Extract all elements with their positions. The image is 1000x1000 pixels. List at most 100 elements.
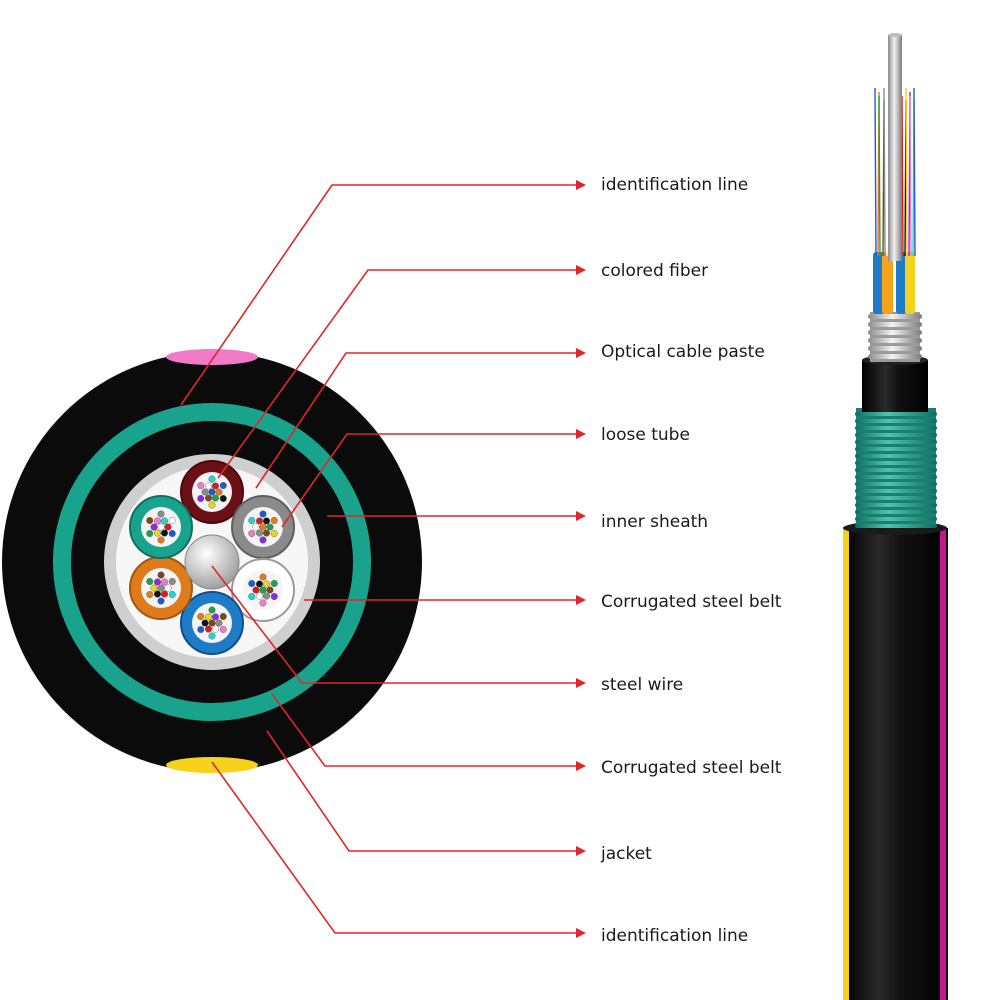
- top-identification-stripe: [166, 349, 258, 365]
- colored-fiber-dot: [256, 592, 264, 600]
- label-colored-fiber: colored fiber: [601, 261, 708, 281]
- side-wire-tip: [888, 33, 902, 37]
- colored-fiber-dot: [157, 510, 165, 518]
- side-fiber: [886, 91, 889, 257]
- loose-tube: [231, 495, 295, 559]
- leader-line: [217, 265, 586, 479]
- corrugation-ridge: [855, 419, 937, 423]
- colored-fiber-dot: [263, 592, 271, 600]
- side-tube-blue: [896, 252, 906, 314]
- leader-line: [271, 693, 586, 771]
- corrugation-ridge: [855, 433, 937, 437]
- corrugation-ridge: [855, 489, 937, 493]
- colored-fiber-dot: [259, 523, 267, 531]
- corrugation-ridge: [855, 426, 937, 430]
- colored-fiber-dot: [266, 523, 274, 531]
- leader-line: [281, 429, 586, 528]
- corrugation-ridge: [855, 482, 937, 486]
- corrugation-ridge: [855, 447, 937, 451]
- side-steel-belt: [868, 312, 922, 362]
- colored-fiber-dot: [270, 580, 278, 588]
- colored-fiber-dot: [146, 578, 154, 586]
- leader-line: [211, 761, 586, 938]
- side-central-steel-wire: [888, 35, 902, 261]
- colored-fiber-dot: [157, 571, 165, 579]
- colored-fiber-dot: [211, 613, 219, 621]
- colored-fiber-dot: [211, 625, 219, 633]
- side-tube-yellow: [905, 252, 915, 314]
- corrugation-ridge: [855, 517, 937, 521]
- colored-fiber-dot: [204, 625, 212, 633]
- colored-fiber-dot: [150, 523, 158, 531]
- cable-cross-section: [2, 349, 422, 773]
- colored-fiber-dot: [270, 593, 278, 601]
- side-corrugated-steel-belt: [855, 408, 937, 528]
- colored-fiber-dot: [263, 529, 271, 537]
- colored-fiber-dot: [153, 578, 161, 586]
- central-steel-wire: [184, 534, 240, 590]
- colored-fiber-dot: [256, 580, 264, 588]
- colored-fiber-dot: [248, 530, 256, 538]
- colored-fiber-dot: [157, 536, 165, 544]
- loose-tube: [180, 460, 244, 524]
- colored-fiber-dot: [208, 632, 216, 640]
- colored-fiber-dot: [168, 591, 176, 599]
- side-fiber: [913, 87, 916, 257]
- label-optical-cable-paste: Optical cable paste: [601, 342, 765, 362]
- steel-ridge: [868, 322, 922, 327]
- colored-fiber-dot: [153, 517, 161, 525]
- colored-fiber-dot: [153, 590, 161, 598]
- colored-fiber-dot: [204, 482, 212, 490]
- side-fiber: [905, 87, 908, 257]
- label-loose-tube: loose tube: [601, 425, 690, 445]
- colored-fiber-dot: [160, 529, 168, 537]
- colored-fiber-dot: [259, 536, 267, 544]
- colored-fiber-dot: [259, 586, 267, 594]
- colored-fiber-dot: [153, 529, 161, 537]
- colored-fiber-dot: [248, 593, 256, 601]
- steel-ridge: [868, 354, 922, 359]
- steel-ridge: [868, 314, 922, 319]
- colored-fiber-dot: [197, 495, 205, 503]
- colored-fiber-dot: [270, 517, 278, 525]
- corrugation-ridge: [855, 524, 937, 528]
- colored-fiber-dot: [197, 613, 205, 621]
- colored-fiber-dot: [160, 578, 168, 586]
- corrugation-ridge: [855, 454, 937, 458]
- label-identification-line-bottom: identification line: [601, 926, 748, 946]
- side-magenta-identification-line: [940, 528, 946, 1000]
- side-tube-blue-left: [873, 252, 884, 314]
- leader-line: [211, 565, 586, 688]
- label-corrugated-steel-belt-outer: Corrugated steel belt: [601, 758, 782, 778]
- colored-fiber-dot: [215, 619, 223, 627]
- colored-fiber-dot: [263, 517, 271, 525]
- colored-fiber-dot: [215, 488, 223, 496]
- colored-fiber-dot: [150, 584, 158, 592]
- colored-fiber-dot: [146, 530, 154, 538]
- side-steel-base: [870, 312, 920, 362]
- colored-fiber-dot: [219, 482, 227, 490]
- loose-tube: [180, 591, 244, 655]
- corrugation-ridge: [855, 468, 937, 472]
- corrugated-steel-belt-outer: [53, 403, 371, 721]
- colored-fiber-dot: [270, 530, 278, 538]
- label-steel-wire: steel wire: [601, 675, 683, 695]
- colored-fiber-dot: [164, 584, 172, 592]
- loose-tube: [231, 558, 295, 622]
- colored-fiber-dot: [146, 517, 154, 525]
- side-fiber: [901, 95, 904, 257]
- colored-fiber-dot: [219, 626, 227, 634]
- colored-fiber-dot: [168, 517, 176, 525]
- colored-fiber-dot: [211, 482, 219, 490]
- colored-fiber-dot: [208, 501, 216, 509]
- colored-fiber-dot: [263, 580, 271, 588]
- corrugation-ridge: [855, 412, 937, 416]
- leader-line: [266, 730, 586, 856]
- colored-fiber-dot: [164, 523, 172, 531]
- side-yellow-identification-line: [843, 528, 849, 1000]
- side-colored-fibers: [874, 87, 916, 257]
- colored-fiber-dot: [208, 606, 216, 614]
- steel-ridge: [868, 338, 922, 343]
